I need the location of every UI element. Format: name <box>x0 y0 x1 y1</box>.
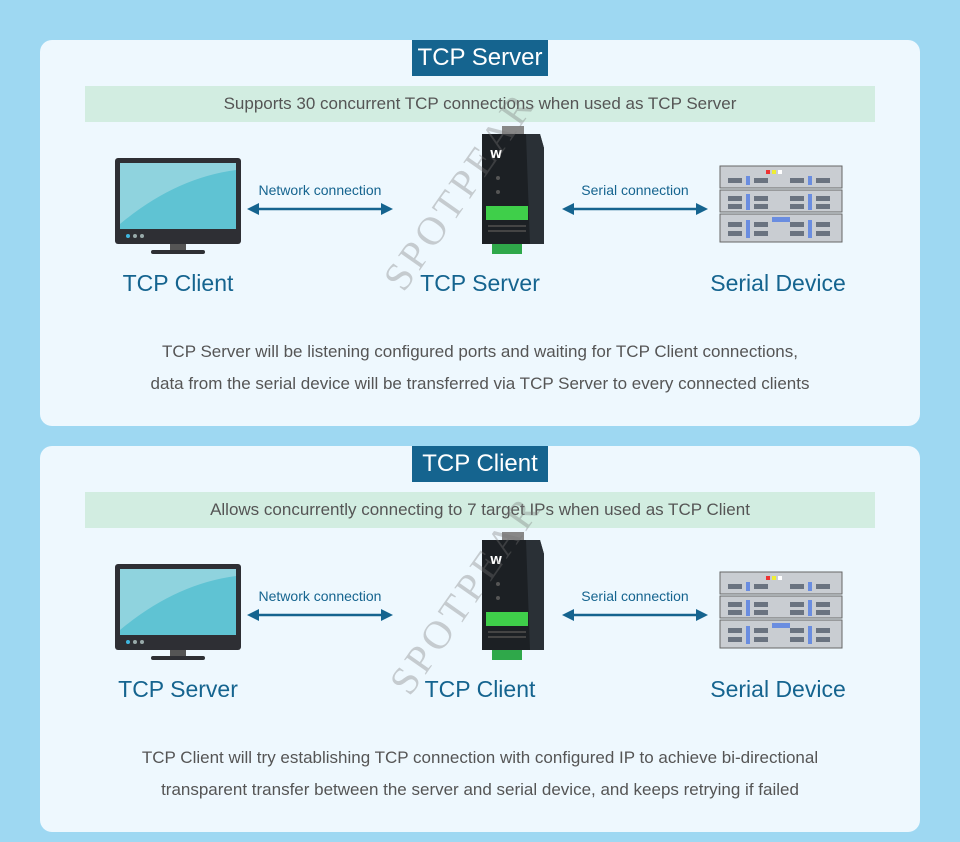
rack-server-icon <box>719 571 843 649</box>
right-node-label: Serial Device <box>710 676 846 702</box>
tcp-server-panel: TCP Server Supports 30 concurrent TCP co… <box>40 40 920 426</box>
monitor-icon <box>115 158 241 254</box>
section-description: TCP Client will try establishing TCP con… <box>40 742 920 806</box>
section-description: TCP Server will be listening configured … <box>40 336 920 400</box>
center-node-label: TCP Server <box>420 270 540 296</box>
serial-connection: Serial connection <box>560 586 710 622</box>
center-node-label: TCP Client <box>424 676 536 702</box>
description-line: TCP Client will try establishing TCP con… <box>141 748 819 767</box>
double-arrow-icon <box>562 609 708 621</box>
connection-label: Serial connection <box>581 588 689 604</box>
network-connection: Network connection <box>245 180 395 216</box>
double-arrow-icon <box>562 203 708 215</box>
tcp-client-panel: TCP Client Allows concurrently connectin… <box>40 446 920 832</box>
section-title: TCP Server <box>412 40 548 76</box>
network-connection: Network connection <box>245 586 395 622</box>
serial-server-device-icon: W <box>482 126 544 254</box>
svg-text:W: W <box>490 148 502 161</box>
description-line: transparent transfer between the server … <box>161 780 799 799</box>
left-node-label: TCP Client <box>122 270 234 296</box>
serial-server-device-icon: W <box>482 532 544 660</box>
double-arrow-icon <box>247 609 393 621</box>
feature-banner: Supports 30 concurrent TCP connections w… <box>85 86 875 122</box>
connection-label: Network connection <box>258 588 382 604</box>
double-arrow-icon <box>247 203 393 215</box>
svg-text:W: W <box>490 554 502 567</box>
description-line: TCP Server will be listening configured … <box>162 342 798 361</box>
section-title: TCP Client <box>412 446 548 482</box>
connection-label: Network connection <box>258 182 382 198</box>
serial-connection: Serial connection <box>560 180 710 216</box>
connection-label: Serial connection <box>581 182 689 198</box>
description-line: data from the serial device will be tran… <box>150 374 810 393</box>
right-node-label: Serial Device <box>710 270 846 296</box>
monitor-icon <box>115 564 241 660</box>
left-node-label: TCP Server <box>118 676 238 702</box>
feature-banner: Allows concurrently connecting to 7 targ… <box>85 492 875 528</box>
rack-server-icon <box>719 165 843 243</box>
